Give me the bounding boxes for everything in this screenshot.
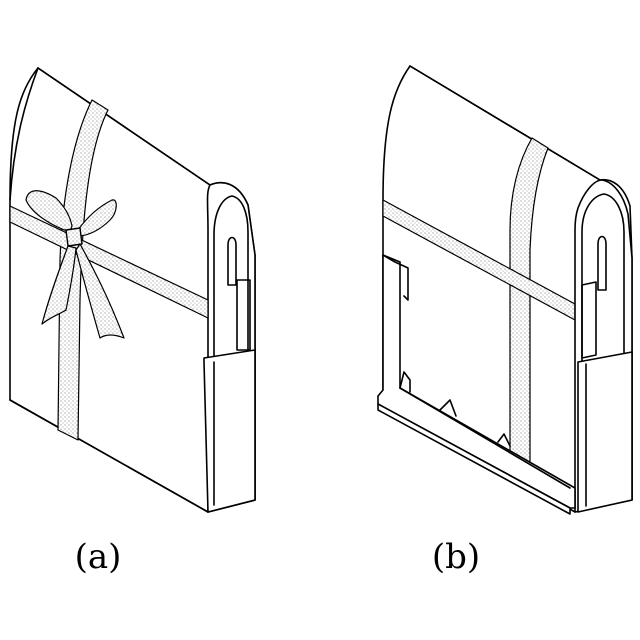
figure-a-label: (a) bbox=[75, 537, 122, 577]
figure-a-gift-box bbox=[10, 68, 255, 512]
figure-b-label: (b) bbox=[432, 537, 480, 577]
bow-a-knot bbox=[66, 228, 82, 246]
box-a-side-pocket bbox=[204, 350, 255, 512]
figure-b-gift-box bbox=[378, 66, 632, 514]
